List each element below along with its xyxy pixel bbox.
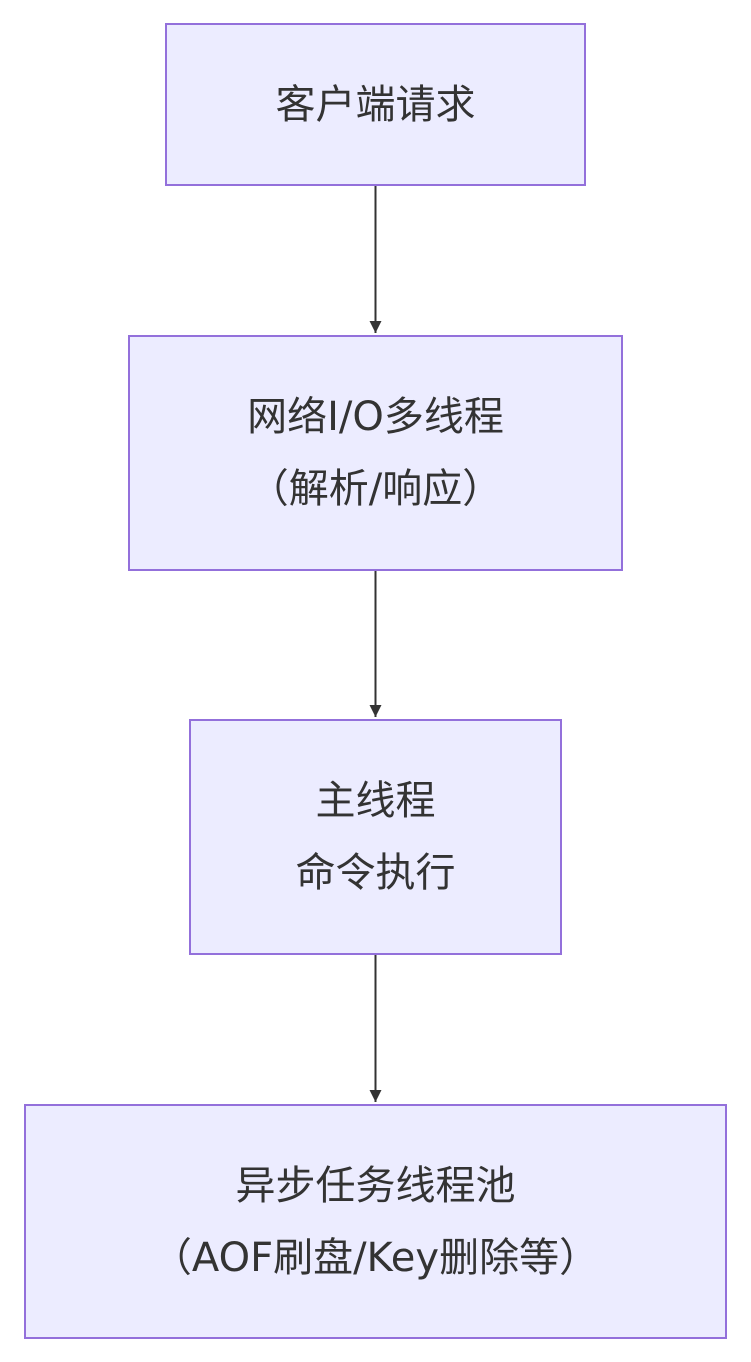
- node-async-task-pool-sublabel: （AOF刷盘/Key删除等）: [151, 1234, 600, 1281]
- node-network-io-threads-label: 网络I/O多线程: [247, 394, 504, 440]
- node-async-task-pool-label: 异步任务线程池: [235, 1162, 516, 1209]
- node-main-thread-sublabel: 命令执行: [295, 850, 456, 896]
- node-async-task-pool: 异步任务线程池 （AOF刷盘/Key删除等）: [24, 1104, 727, 1339]
- node-client-request: 客户端请求: [165, 23, 586, 186]
- node-client-request-label: 客户端请求: [275, 81, 476, 128]
- node-main-thread-label: 主线程: [315, 778, 436, 824]
- node-network-io-threads: 网络I/O多线程 （解析/响应）: [128, 335, 623, 571]
- node-main-thread: 主线程 命令执行: [189, 719, 562, 955]
- node-network-io-threads-sublabel: （解析/响应）: [248, 466, 503, 512]
